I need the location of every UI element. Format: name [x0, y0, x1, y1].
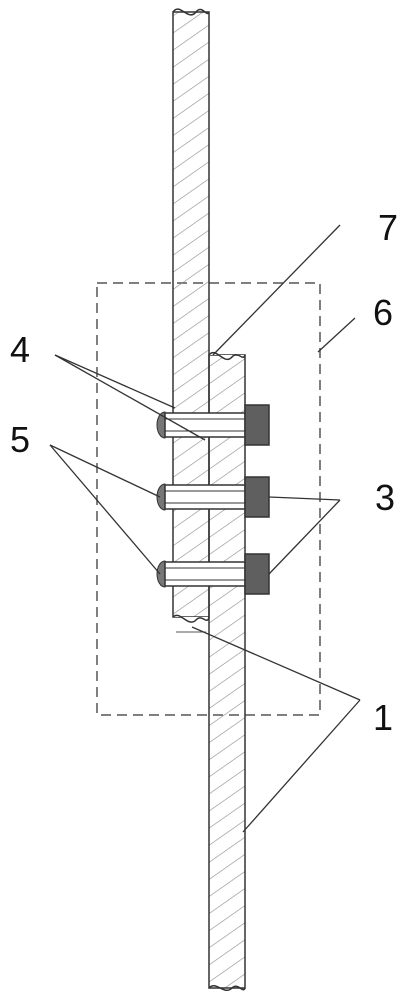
bolt-1-head [244, 404, 270, 446]
label-3: 3 [375, 477, 395, 518]
leader-1a [191, 626, 361, 701]
bolt-3-shank [164, 561, 246, 587]
leader-4b [54, 354, 206, 441]
leader-3b [268, 499, 341, 575]
bolt-3-nut [156, 560, 166, 588]
leader-5b [49, 444, 161, 575]
bolt-2-nut [156, 483, 166, 511]
bolt-3-head [244, 553, 270, 595]
leader-3a [268, 496, 341, 501]
label-7: 7 [378, 207, 398, 248]
bolt-1 [156, 404, 270, 446]
bolt-2 [156, 476, 270, 518]
label-5: 5 [10, 419, 30, 460]
label-1: 1 [373, 697, 393, 738]
label-4: 4 [10, 329, 30, 370]
leader-7 [212, 224, 341, 356]
leader-4a [54, 354, 176, 409]
bolt-2-head [244, 476, 270, 518]
leader-lines [49, 224, 361, 833]
bolt-2-shank [164, 484, 246, 510]
leader-6 [317, 317, 356, 353]
bolt-1-nut [156, 411, 166, 439]
leader-5a [49, 444, 161, 498]
label-6: 6 [373, 292, 393, 333]
upper-rod [172, 8, 210, 623]
lower-rod [208, 352, 246, 991]
bolt-1-shank [164, 412, 246, 438]
bolt-3 [156, 553, 270, 595]
leader-1b [242, 699, 361, 833]
